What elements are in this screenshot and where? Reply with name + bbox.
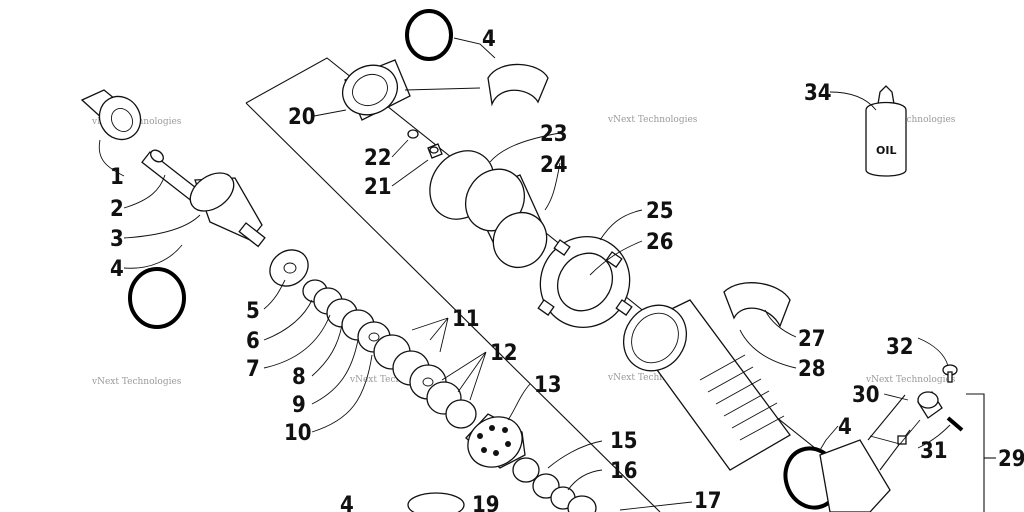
- callout-32: 32: [886, 335, 914, 360]
- part-21-valve: [427, 143, 443, 159]
- callout-4: 4: [110, 257, 124, 282]
- callout-3: 3: [110, 227, 124, 252]
- callout-4: 4: [340, 493, 354, 512]
- watermark: vNext Technologies: [349, 375, 440, 385]
- callout-34: 34: [804, 81, 832, 106]
- leader-lines: [98, 37, 951, 511]
- part-27-clip: [723, 282, 791, 328]
- callout-29: 29: [998, 447, 1024, 472]
- callout-4: 4: [838, 415, 852, 440]
- watermark: vNext Technologies: [91, 377, 182, 387]
- part-20-reservoir-cap: [342, 59, 411, 121]
- callout-28: 28: [798, 357, 826, 382]
- callout-10: 10: [284, 421, 312, 446]
- watermark: vNext Technologies: [865, 115, 956, 125]
- callout-labels: 1 2 3 4 4 4 4 5 6 7 8 9 10 11 12 13 15 1…: [110, 27, 1024, 512]
- callout-1: 1: [110, 165, 124, 190]
- part-28-body: [622, 299, 791, 471]
- valve-group: [867, 364, 996, 512]
- callout-6: 6: [246, 329, 260, 354]
- part-22-small-o-ring: [407, 129, 419, 139]
- part-25-nut: [537, 235, 633, 329]
- callout-7: 7: [246, 357, 260, 382]
- part-13-piston: [465, 413, 526, 469]
- part-4-o-ring: [405, 9, 453, 61]
- callout-5: 5: [246, 299, 260, 324]
- oil-label: OIL: [876, 144, 896, 157]
- part-3-body: [189, 172, 266, 248]
- callout-15: 15: [610, 429, 638, 454]
- part-4-o-ring: [128, 267, 186, 329]
- callout-4: 4: [482, 27, 496, 52]
- callout-31: 31: [920, 439, 948, 464]
- callout-23: 23: [540, 122, 568, 147]
- shim-stack: [302, 279, 477, 429]
- callout-25: 25: [646, 199, 674, 224]
- watermark: vNext Technologies: [865, 375, 956, 385]
- callout-9: 9: [292, 393, 306, 418]
- lower-body-housing: [819, 439, 891, 512]
- watermark: vNext Technologies: [607, 373, 698, 383]
- callout-17: 17: [694, 489, 722, 512]
- callout-16: 16: [610, 459, 638, 484]
- lower-shims: [512, 457, 597, 512]
- callout-21: 21: [364, 175, 392, 200]
- callout-30: 30: [852, 383, 880, 408]
- part-34-oil-bottle: OIL: [865, 85, 907, 177]
- part-4-band: [487, 63, 549, 107]
- part-24-bladder: [464, 168, 548, 269]
- callout-20: 20: [288, 105, 316, 130]
- callout-8: 8: [292, 365, 306, 390]
- callout-12: 12: [490, 341, 518, 366]
- callout-13: 13: [534, 373, 562, 398]
- callout-19: 19: [472, 493, 500, 512]
- callout-2: 2: [110, 197, 124, 222]
- callout-22: 22: [364, 146, 392, 171]
- watermark: vNext Technologies: [607, 115, 698, 125]
- callout-24: 24: [540, 153, 568, 178]
- part-1-cap: [80, 89, 142, 141]
- part-19-ring: [407, 492, 465, 512]
- callout-26: 26: [646, 230, 674, 255]
- callout-27: 27: [798, 327, 826, 352]
- callout-11: 11: [452, 307, 480, 332]
- part-5-washer: [269, 249, 309, 287]
